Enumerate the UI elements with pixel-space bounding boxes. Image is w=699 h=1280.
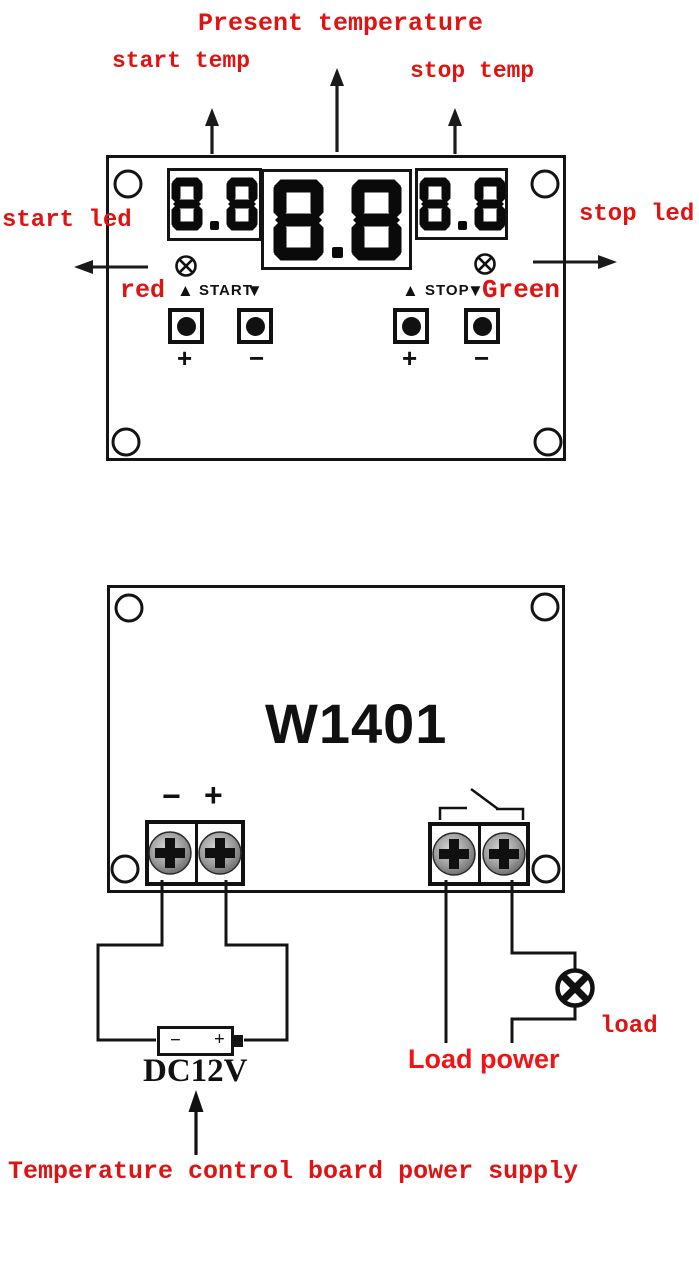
load-wires: [444, 880, 577, 1043]
terminal-plus-symbol: +: [204, 777, 223, 813]
power-supply-caption: Temperature control board power supply: [8, 1157, 579, 1186]
stop-plus-button[interactable]: [393, 308, 429, 344]
screw: [148, 831, 192, 875]
mounting-hole: [530, 592, 560, 622]
present-temperature-label: Present temperature: [198, 9, 484, 38]
stop-temp-arrow: [448, 108, 462, 154]
battery-voltage-label: DC12V: [143, 1053, 248, 1089]
wire-load-return: [510, 1005, 577, 1043]
button-dot: [401, 316, 421, 336]
mounting-hole: [533, 427, 563, 457]
wire-minus: [96, 880, 164, 1042]
present-temp-arrow: [330, 68, 344, 152]
stop-led-label: stop led: [579, 201, 695, 228]
start-plus-button[interactable]: [168, 308, 204, 344]
start-minus-button[interactable]: [237, 308, 273, 344]
mounting-hole: [111, 427, 141, 457]
stop-plus-symbol: +: [402, 343, 418, 373]
screw: [432, 832, 476, 876]
button-dot: [472, 316, 492, 336]
battery-minus-symbol: −: [170, 1030, 181, 1051]
wire-plus: [224, 880, 289, 1042]
power-supply-wires: [96, 880, 289, 1042]
mounting-hole: [110, 854, 140, 884]
stop-minus-button[interactable]: [464, 308, 500, 344]
mounting-hole: [113, 169, 143, 199]
stop-up-triangle-icon: ▲: [402, 281, 419, 300]
screw: [198, 831, 242, 875]
terminal-divider: [478, 826, 481, 882]
terminal-divider: [195, 824, 198, 882]
start-led-icon: [175, 255, 197, 277]
start-plus-symbol: +: [177, 343, 193, 373]
start-temp-arrow: [205, 108, 219, 154]
relay-switch-symbol: [438, 787, 525, 820]
battery-symbol: [157, 1026, 243, 1056]
mounting-hole: [531, 854, 561, 884]
start-temp-label: start temp: [112, 48, 251, 74]
terminal-minus-symbol: −: [162, 778, 181, 814]
mounting-hole: [530, 169, 560, 199]
stop-led-arrow: [533, 255, 617, 269]
start-temp-digits: [171, 177, 258, 231]
stop-temp-digits: [419, 177, 506, 231]
back-mounting-holes: [110, 592, 561, 884]
start-down-triangle-icon: ▼: [246, 281, 263, 300]
button-dot: [176, 316, 196, 336]
present-temp-digits: [273, 179, 402, 261]
load-lamp-icon: [555, 968, 595, 1008]
wire-load-right: [510, 880, 577, 971]
screw: [482, 832, 526, 876]
start-led-arrow: [74, 260, 148, 274]
start-led-label: start led: [2, 207, 132, 234]
start-up-triangle-icon: ▲: [177, 281, 194, 300]
button-dot: [245, 316, 265, 336]
model-label: W1401: [265, 692, 448, 755]
led-green-label: Green: [482, 275, 561, 305]
terminal-screws: [148, 831, 526, 876]
stop-temp-label: stop temp: [410, 58, 535, 84]
power-supply-arrow: [188, 1090, 204, 1155]
front-mounting-holes: [111, 169, 563, 457]
relay-terminal-block: [428, 822, 530, 886]
load-label: load: [600, 1013, 658, 1040]
mounting-hole: [114, 593, 144, 623]
start-minus-symbol: −: [249, 343, 265, 373]
stop-word-label: STOP: [425, 282, 470, 299]
stop-minus-symbol: −: [474, 343, 490, 373]
stop-down-triangle-icon: ▼: [467, 281, 484, 300]
start-word-label: START: [199, 282, 253, 299]
load-power-label: Load power: [408, 1044, 560, 1074]
stop-led-icon: [474, 253, 496, 275]
battery-plus-symbol: +: [214, 1029, 225, 1050]
led-red-label: red: [120, 276, 166, 305]
